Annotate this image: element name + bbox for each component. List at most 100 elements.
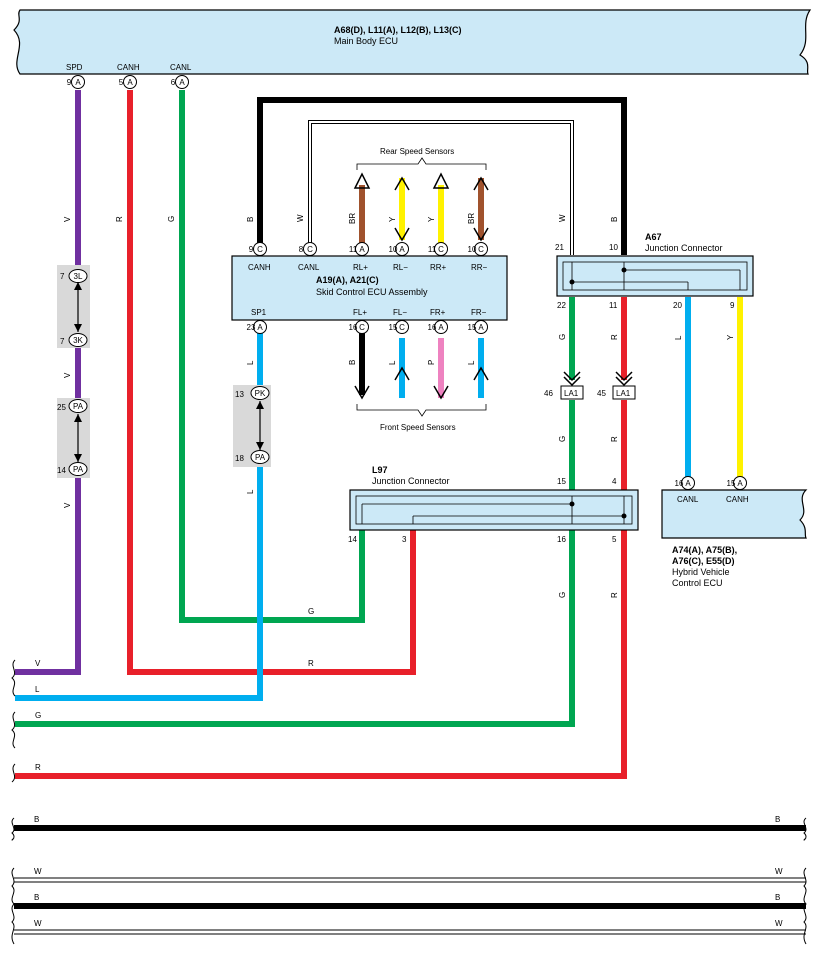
l97-bot-5: 5 <box>612 535 617 544</box>
svg-text:A: A <box>737 479 743 488</box>
a67-bot-22: 22 <box>557 301 566 310</box>
pin-skid-bot-2: C15 <box>389 320 409 334</box>
pin-hybrid-canh: A15 <box>727 476 747 490</box>
lbl-bottom-v: V <box>35 659 41 668</box>
lbl-l-3: L <box>388 360 397 365</box>
svg-text:A: A <box>127 78 133 87</box>
skid-sig-rrp: RR+ <box>430 263 447 272</box>
lbl-l-2: L <box>246 489 255 494</box>
la1-g-num: 46 <box>544 389 553 398</box>
main-body-ecu-code: A68(D), L11(A), L12(B), L13(C) <box>334 25 462 35</box>
hybrid-sig-canl: CANL <box>677 495 699 504</box>
a67-junction-connector: A67 Junction Connector 21 10 22 11 20 9 <box>555 232 754 310</box>
pin-hybrid-canl: A16 <box>675 476 695 490</box>
lbl-g-1: G <box>167 216 176 222</box>
lbl-l-5: L <box>674 335 683 340</box>
l97-bot-3: 3 <box>402 535 407 544</box>
svg-text:3L: 3L <box>74 272 83 281</box>
svg-text:3K: 3K <box>73 336 83 345</box>
svg-text:15: 15 <box>468 323 477 332</box>
pin-pa18: PA <box>250 450 270 464</box>
svg-text:9: 9 <box>67 78 72 87</box>
svg-text:15: 15 <box>727 479 736 488</box>
conn-pa25-num: 25 <box>57 403 66 412</box>
wire-labels: V V V R G B W BR Y Y BR W B L L B L P L … <box>35 213 735 772</box>
la1-r-num: 45 <box>597 389 606 398</box>
svg-text:15: 15 <box>389 323 398 332</box>
pin-3l: 3L <box>68 269 88 283</box>
skid-sig-sp1: SP1 <box>251 308 267 317</box>
skid-sig-frm: FR− <box>471 308 487 317</box>
skid-sig-canl: CANL <box>298 263 320 272</box>
svg-text:PA: PA <box>73 402 84 411</box>
svg-text:A: A <box>438 323 444 332</box>
wire-violet-spd-3 <box>15 475 81 675</box>
pin-skid-top-4: C11 <box>428 242 448 256</box>
rear-sensors-label: Rear Speed Sensors <box>380 147 454 156</box>
hybrid-sig-canh: CANH <box>726 495 749 504</box>
lbl-y-2: Y <box>427 216 436 222</box>
lbl-b-3: B <box>348 360 357 365</box>
svg-text:C: C <box>257 245 263 254</box>
a67-top-21: 21 <box>555 243 564 252</box>
lbl-g-3: G <box>558 436 567 442</box>
wire-red-bottom <box>15 530 627 779</box>
lbl-bottom-l: L <box>35 685 40 694</box>
lbl-bottom-g: G <box>35 711 41 720</box>
svg-text:PA: PA <box>255 453 266 462</box>
svg-text:A: A <box>478 323 484 332</box>
lbl-p-1: P <box>427 360 436 365</box>
svg-text:C: C <box>307 245 313 254</box>
svg-text:A: A <box>399 245 405 254</box>
svg-text:PK: PK <box>255 389 266 398</box>
skid-ecu-name: Skid Control ECU Assembly <box>316 287 428 297</box>
conn-3k-num: 7 <box>60 337 65 346</box>
bus3-right: B <box>775 893 780 902</box>
conn-pk-num: 13 <box>235 390 244 399</box>
rear-sensor-wires <box>353 172 489 245</box>
l97-bot-14: 14 <box>348 535 357 544</box>
lbl-l-1: L <box>246 360 255 365</box>
svg-text:11: 11 <box>349 245 358 254</box>
wire-green-canl <box>179 90 365 623</box>
lbl-br-1: BR <box>348 213 357 224</box>
a67-bot-20: 20 <box>673 301 682 310</box>
wire-black-b <box>257 97 627 255</box>
la1-g-label: LA1 <box>564 389 579 398</box>
lbl-l-4: L <box>467 360 476 365</box>
front-sensors-label: Front Speed Sensors <box>380 423 456 432</box>
skid-sig-flm: FL− <box>393 308 407 317</box>
svg-text:16: 16 <box>349 323 358 332</box>
conn-pa14-num: 14 <box>57 466 66 475</box>
wire-red-canh <box>127 90 416 675</box>
lbl-r-1: R <box>115 216 124 222</box>
bus2-right: W <box>775 867 783 876</box>
l97-name: Junction Connector <box>372 476 450 486</box>
lbl-w-2: W <box>558 214 567 222</box>
lbl-br-2: BR <box>467 213 476 224</box>
ecu-signal-spd: SPD <box>66 63 83 72</box>
main-body-ecu: A68(D), L11(A), L12(B), L13(C) Main Body… <box>13 9 812 75</box>
skid-sig-flp: FL+ <box>353 308 367 317</box>
lbl-r-h: R <box>308 659 314 668</box>
wire-blue-sp1-2 <box>15 465 263 701</box>
svg-text:C: C <box>438 245 444 254</box>
lbl-g-4: G <box>558 592 567 598</box>
pin-ecu-canl: A6 <box>171 75 189 89</box>
conn-pa18-num: 18 <box>235 454 244 463</box>
la1-r-label: LA1 <box>616 389 631 398</box>
a67-top-10: 10 <box>609 243 618 252</box>
pin-skid-top-1: C8 <box>299 242 317 256</box>
pin-skid-top-0: C9 <box>249 242 267 256</box>
a67-code: A67 <box>645 232 662 242</box>
bus4-left: W <box>34 919 42 928</box>
lbl-w-1: W <box>296 214 305 222</box>
l97-junction-connector: L97 Junction Connector 15 4 14 3 16 5 <box>348 465 639 544</box>
lbl-bottom-r: R <box>35 763 41 772</box>
lbl-r-2: R <box>610 334 619 340</box>
pin-skid-bot-4: A15 <box>468 320 488 334</box>
lbl-y-3: Y <box>726 334 735 340</box>
svg-text:A: A <box>75 78 81 87</box>
bus1-left: B <box>34 815 39 824</box>
